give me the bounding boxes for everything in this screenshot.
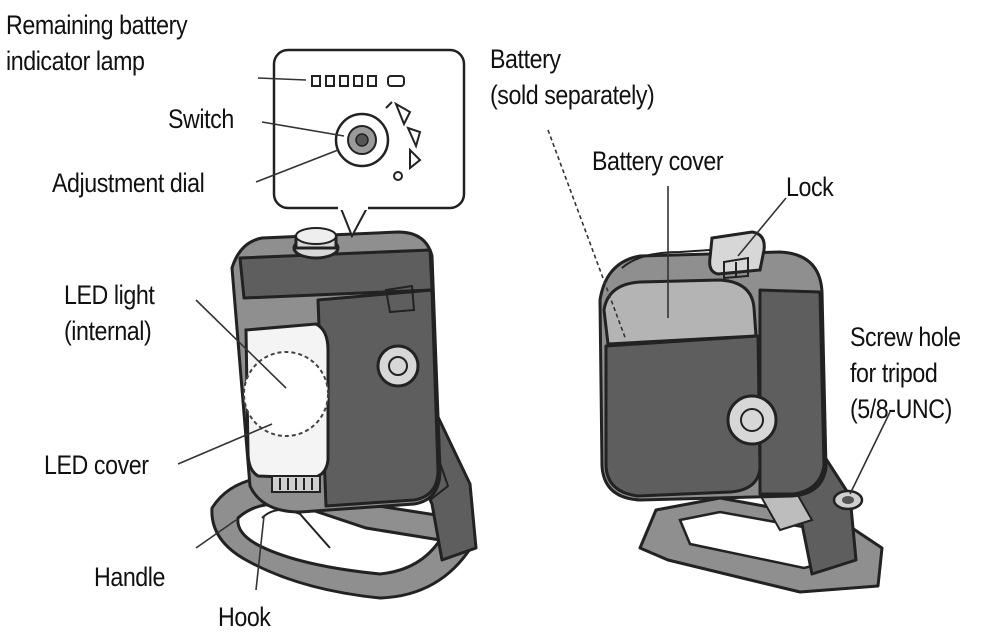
leader-lines: [177, 77, 891, 591]
label-battery-line1: Battery: [490, 44, 561, 74]
led-light-shape: [243, 351, 329, 437]
label-led-light-line1: LED light: [64, 280, 155, 310]
label-screw-hole-line2: for tripod: [850, 358, 938, 388]
callout-pointer: [339, 205, 369, 239]
label-adjustment-dial: Adjustment dial: [52, 168, 205, 198]
label-battery-cover: Battery cover: [592, 146, 724, 176]
label-battery-indicator-line1: Remaining battery: [6, 10, 188, 40]
side-knob: [376, 344, 420, 388]
housing-side-panel: [316, 288, 440, 508]
label-led-cover: LED cover: [44, 450, 149, 480]
label-led-light-line2: (internal): [64, 316, 152, 346]
label-battery-indicator-line2: indicator lamp: [6, 46, 145, 76]
rear-knob: [726, 394, 778, 446]
front-view-light: [210, 227, 478, 600]
label-screw-hole-line3: (5/8-UNC): [850, 394, 952, 424]
switch-closeup: [272, 48, 466, 239]
battery-cover-shape: [602, 278, 758, 346]
label-hook: Hook: [218, 602, 271, 632]
label-handle: Handle: [94, 562, 166, 592]
battery-indicator-lamps: [311, 75, 405, 87]
label-lock: Lock: [786, 172, 834, 202]
label-battery-line2: (sold separately): [490, 80, 655, 110]
label-screw-hole-line1: Screw hole: [850, 322, 961, 352]
rear-view-light: [598, 230, 884, 594]
label-switch: Switch: [168, 104, 234, 134]
